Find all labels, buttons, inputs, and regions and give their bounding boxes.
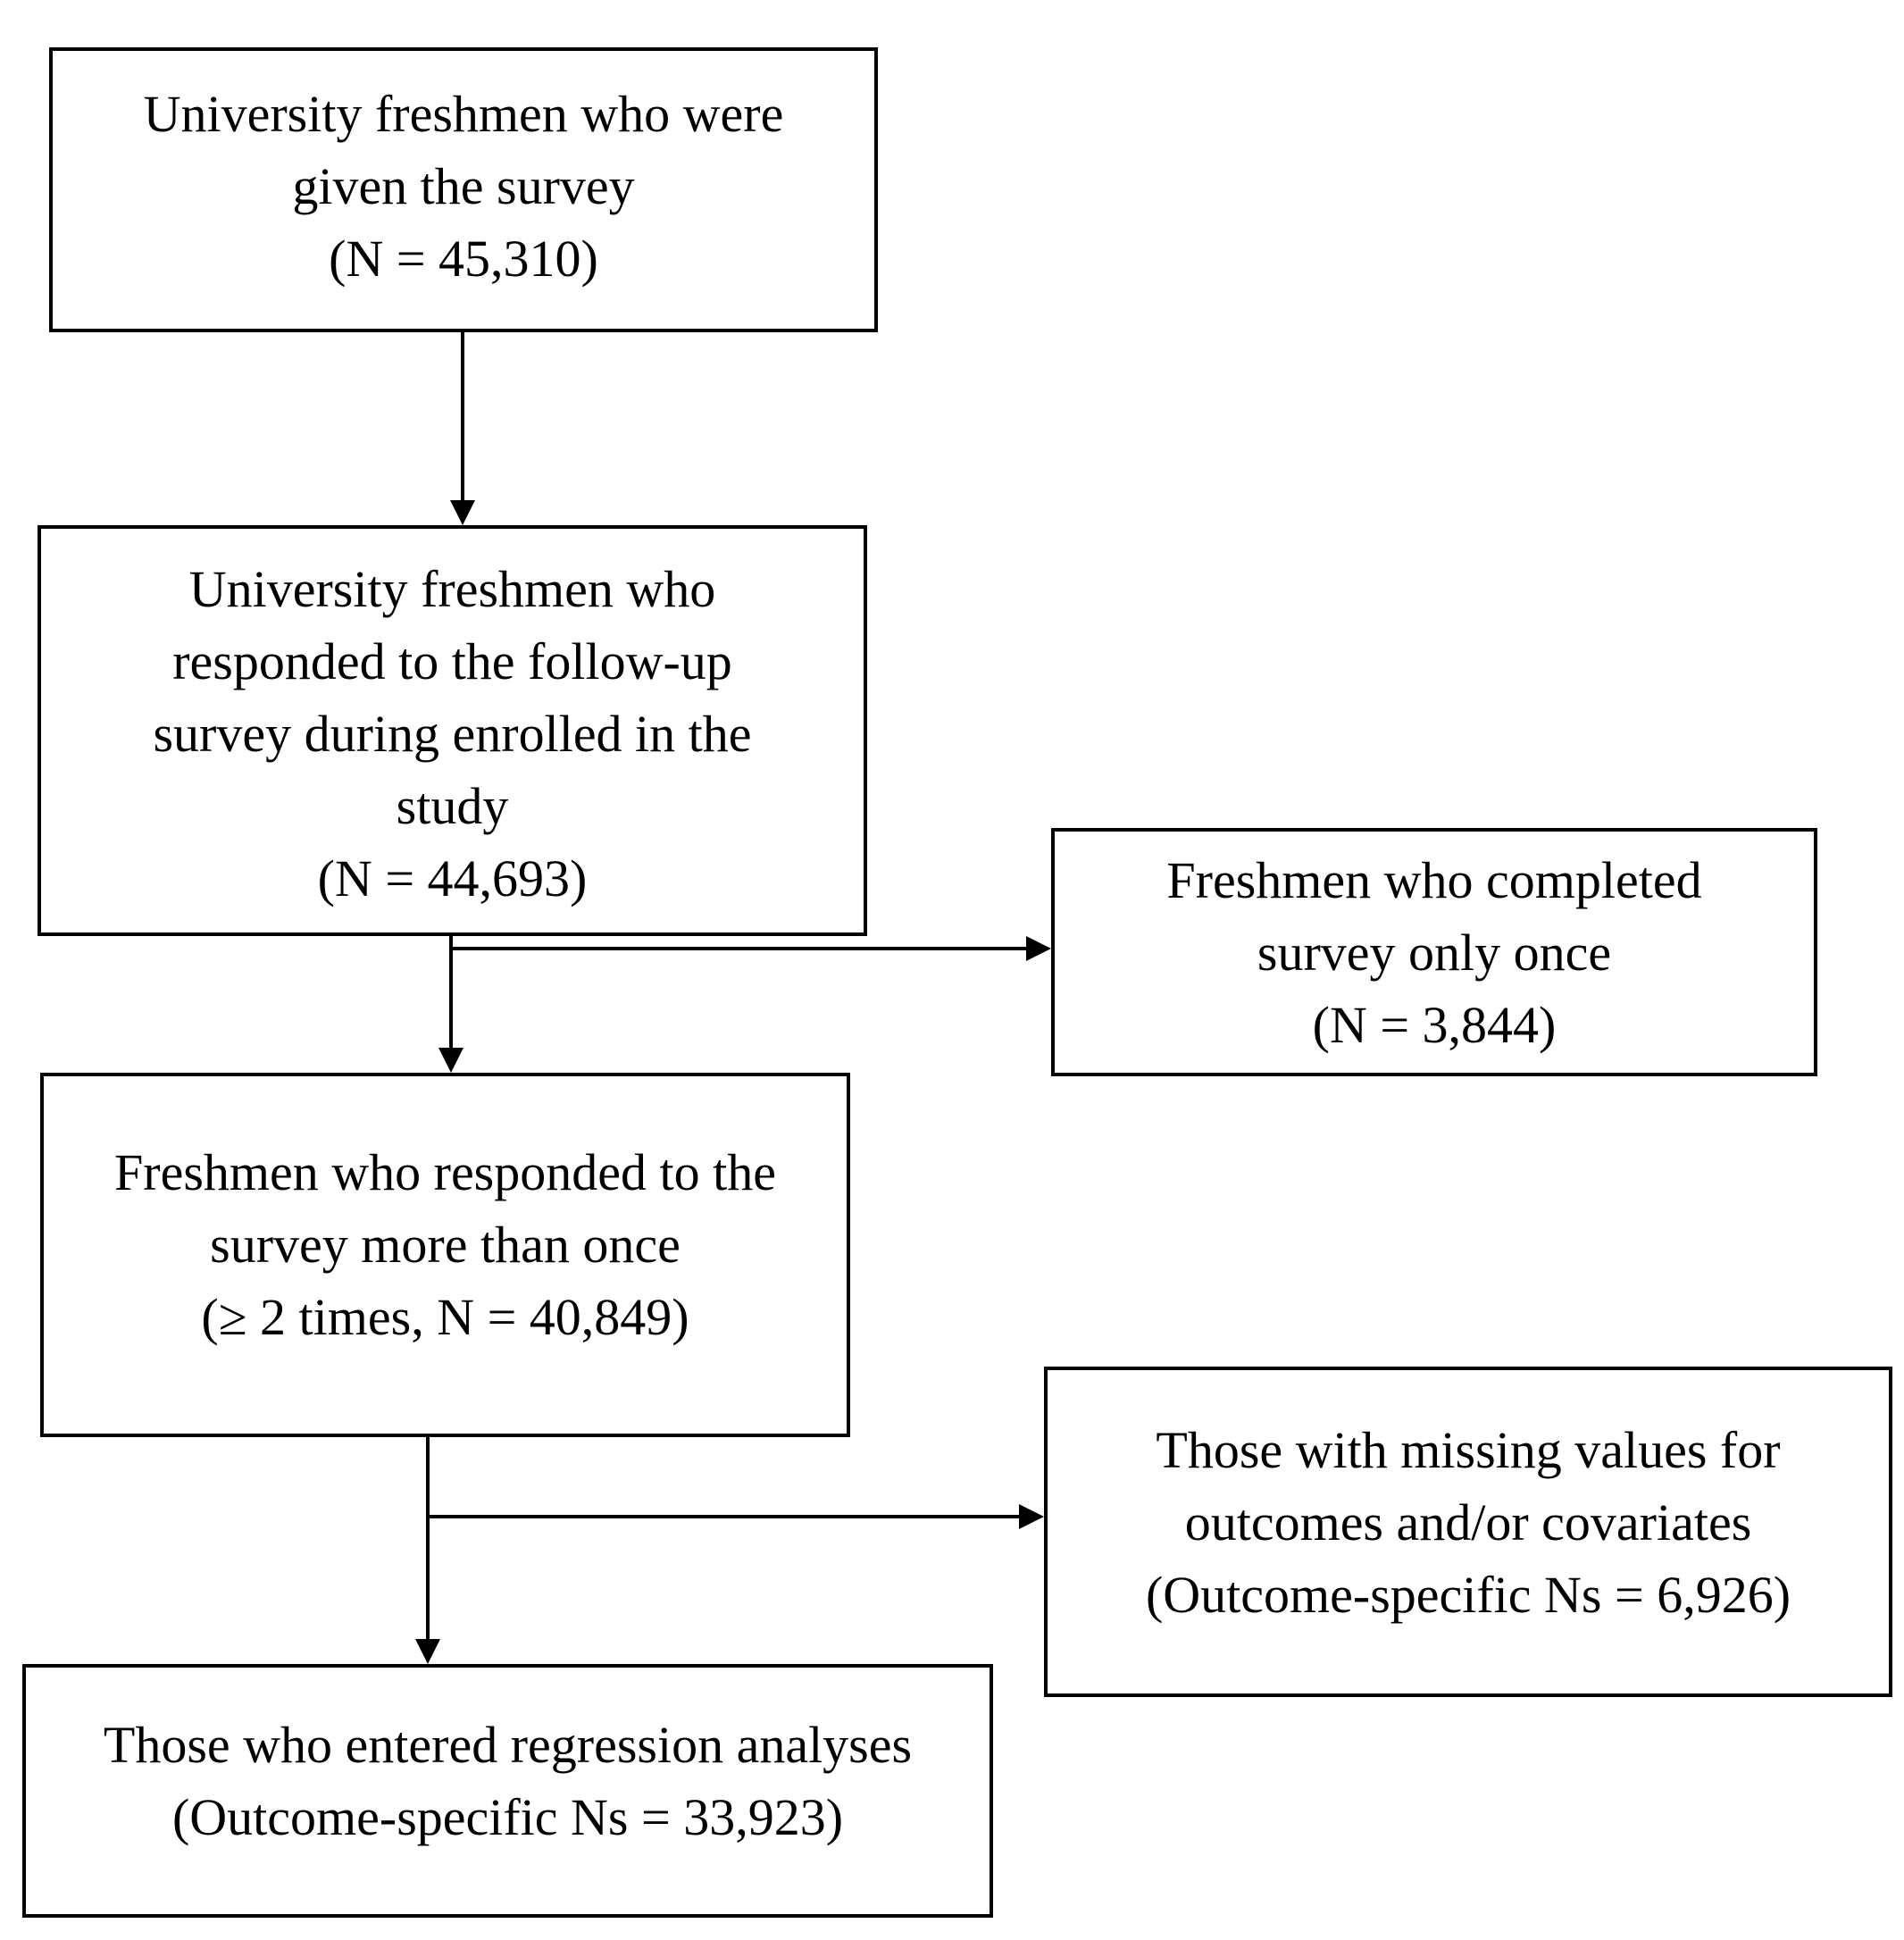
node-responded-follow-up: University freshmen who responded to the… bbox=[38, 525, 867, 936]
node-text-line: given the survey bbox=[292, 157, 635, 215]
node-responded-more-than-once: Freshmen who responded to the survey mor… bbox=[40, 1073, 850, 1437]
node-text-line: Freshmen who completed bbox=[1166, 850, 1702, 909]
node-given-survey: University freshmen who were given the s… bbox=[49, 47, 878, 332]
node-text-line: survey more than once bbox=[210, 1215, 681, 1274]
node-text-line: responded to the follow-up bbox=[172, 631, 732, 690]
node-text-line: outcomes and/or covariates bbox=[1184, 1493, 1752, 1551]
node-count: (N = 44,693) bbox=[317, 849, 588, 907]
node-text-line: University freshmen who were bbox=[143, 85, 784, 143]
node-text-line: study bbox=[396, 776, 509, 835]
node-text-line: survey during enrolled in the bbox=[153, 704, 752, 763]
node-completed-once: Freshmen who completed survey only once … bbox=[1051, 828, 1817, 1076]
edge-responded-to-completed-once bbox=[451, 936, 1051, 961]
node-count: (≥ 2 times, N = 40,849) bbox=[201, 1287, 689, 1346]
node-count: (N = 45,310) bbox=[329, 230, 598, 288]
node-missing-values: Those with missing values for outcomes a… bbox=[1044, 1367, 1892, 1697]
node-text-line: survey only once bbox=[1257, 923, 1612, 982]
node-text-line: Those who entered regression analyses bbox=[103, 1716, 913, 1774]
node-count: (Outcome-specific Ns = 33,923) bbox=[171, 1788, 844, 1846]
node-text-line: University freshmen who bbox=[188, 559, 716, 618]
edge-more-than-once-to-missing bbox=[428, 1504, 1044, 1529]
node-regression-analyses: Those who entered regression analyses (O… bbox=[22, 1664, 993, 1918]
edge-responded-to-more-than-once bbox=[438, 936, 463, 1073]
node-text-line: Those with missing values for bbox=[1156, 1420, 1781, 1479]
node-count: (N = 3,844) bbox=[1312, 995, 1557, 1054]
edge-more-than-once-to-regression bbox=[415, 1437, 440, 1664]
node-text-line: Freshmen who responded to the bbox=[114, 1142, 776, 1201]
node-count: (Outcome-specific Ns = 6,926) bbox=[1145, 1565, 1791, 1624]
edge-given-to-responded bbox=[450, 332, 475, 525]
